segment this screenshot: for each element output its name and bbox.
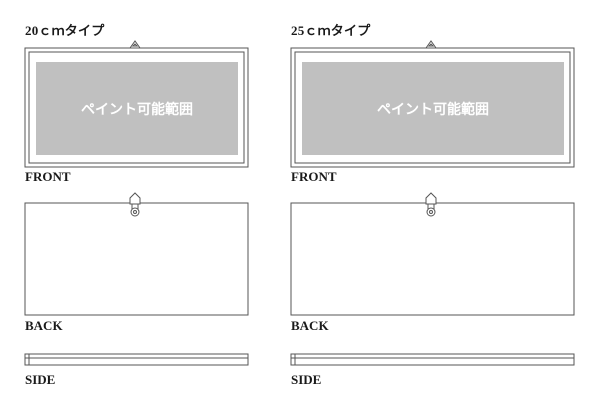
side-view-20cm	[24, 353, 249, 366]
type-title-25cm: 25ｃｍタイプ	[291, 23, 371, 38]
back-label-25cm: BACK	[291, 318, 329, 333]
paint-area-label-20cm: ペイント可能範囲	[81, 101, 193, 118]
front-hanger-icon-25cm	[425, 40, 437, 49]
paint-area-20cm	[36, 62, 238, 155]
paint-area-25cm	[302, 62, 564, 155]
side-label-20cm: SIDE	[25, 372, 56, 387]
back-hanger-icon-25cm	[425, 192, 437, 217]
back-hanger-icon-20cm	[129, 192, 141, 217]
back-board-20cm	[24, 202, 249, 316]
back-label-20cm: BACK	[25, 318, 63, 333]
side-label-25cm: SIDE	[291, 372, 322, 387]
type-title-20cm: 20ｃｍタイプ	[25, 23, 105, 38]
back-board-25cm	[290, 202, 575, 316]
side-view-25cm	[290, 353, 575, 366]
paint-area-label-25cm: ペイント可能範囲	[377, 101, 489, 118]
front-hanger-icon-20cm	[129, 40, 141, 49]
front-label-25cm: FRONT	[291, 169, 337, 184]
front-label-20cm: FRONT	[25, 169, 71, 184]
